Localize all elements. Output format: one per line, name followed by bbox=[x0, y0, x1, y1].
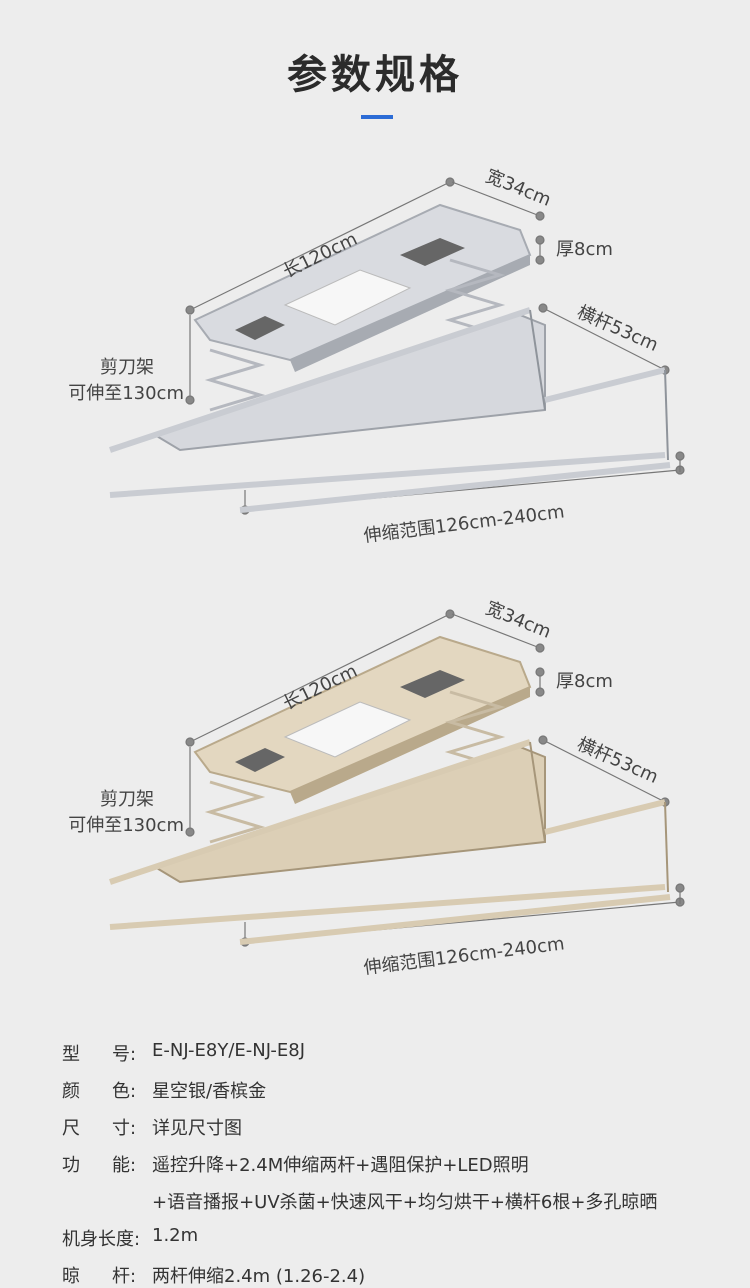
fan-grille bbox=[400, 238, 465, 266]
scissor-arms bbox=[204, 690, 506, 844]
gold-rack-drawing bbox=[109, 609, 685, 947]
spec-key-char: 杆 bbox=[112, 1266, 130, 1287]
spec-colon: : bbox=[130, 1081, 137, 1102]
hanging-rails bbox=[109, 739, 671, 945]
spec-key-char: 功 bbox=[62, 1155, 80, 1176]
spec-key-char: 色 bbox=[112, 1081, 130, 1102]
dimension-lines bbox=[185, 609, 685, 947]
title-underline bbox=[361, 115, 393, 119]
thickness-label: 厚8cm bbox=[556, 671, 613, 692]
scissor-label-line2: 可伸至130cm bbox=[68, 815, 184, 836]
scissor-label-line1: 剪刀架 bbox=[100, 357, 154, 378]
page-title: 参数规格 bbox=[287, 52, 463, 98]
scissor-label-line2: 可伸至130cm bbox=[68, 383, 184, 404]
spec-value-model: E-NJ-E8Y/E-NJ-E8J bbox=[152, 1040, 306, 1061]
spec-colon: : bbox=[130, 1266, 137, 1287]
led-panel bbox=[283, 269, 412, 326]
crossbar-ends bbox=[529, 309, 669, 461]
spec-value-color: 星空银/香槟金 bbox=[152, 1081, 267, 1102]
spec-key-text: 机身长度 bbox=[62, 1229, 134, 1250]
spec-value-drying-pole: 两杆伸缩2.4m (1.26-2.4) bbox=[152, 1266, 366, 1287]
spec-colon: : bbox=[130, 1044, 137, 1065]
spec-key-char: 晾 bbox=[62, 1266, 80, 1287]
spec-value-body-length: 1.2m bbox=[152, 1225, 199, 1246]
spec-key-char: 颜 bbox=[62, 1081, 80, 1102]
scissor-arms bbox=[204, 258, 506, 412]
hanging-rails bbox=[109, 307, 671, 513]
spec-key-char: 寸 bbox=[112, 1118, 130, 1139]
spec-key-char: 尺 bbox=[62, 1118, 80, 1139]
silver-rack-drawing bbox=[109, 177, 685, 515]
spec-key-char: 号 bbox=[112, 1044, 130, 1065]
crossbar-ends bbox=[529, 741, 669, 893]
spec-value-size: 详见尺寸图 bbox=[152, 1118, 242, 1139]
spec-colon: : bbox=[130, 1155, 137, 1176]
rack-illustration bbox=[109, 177, 685, 515]
spec-value-function: 遥控升降+2.4M伸缩两杆+遇阻保护+LED照明 bbox=[152, 1155, 529, 1176]
spec-colon: : bbox=[134, 1229, 141, 1250]
thickness-label: 厚8cm bbox=[556, 239, 613, 260]
silver-rack-diagram: 长120cm 宽34cm 厚8cm 横杆53cm 剪刀架 可伸至130cm 伸缩… bbox=[0, 160, 750, 590]
fan-grille bbox=[400, 670, 465, 698]
gold-rack-diagram: 长120cm 宽34cm 厚8cm 横杆53cm 剪刀架 可伸至130cm 伸缩… bbox=[0, 592, 750, 1022]
spec-key-char: 能 bbox=[112, 1155, 130, 1176]
scissor-label-line1: 剪刀架 bbox=[100, 789, 154, 810]
spec-colon: : bbox=[130, 1118, 137, 1139]
rack-illustration bbox=[109, 609, 685, 947]
spec-key-char: 型 bbox=[62, 1044, 80, 1065]
led-panel bbox=[283, 701, 412, 758]
spec-value-function-cont: +语音播报+UV杀菌+快速风干+均匀烘干+横杆6根+多孔晾晒 bbox=[152, 1192, 658, 1213]
